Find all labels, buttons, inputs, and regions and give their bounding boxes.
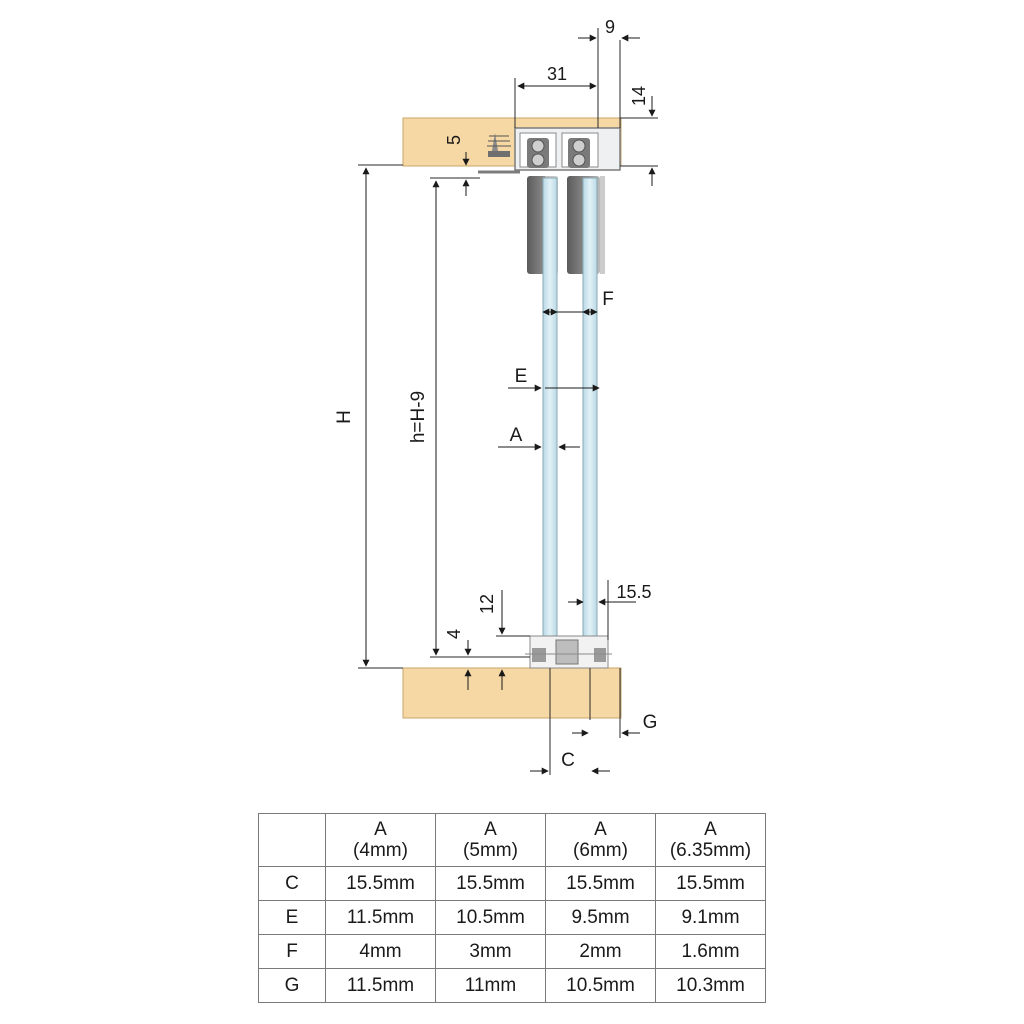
table-cell: 15.5mm bbox=[435, 866, 546, 901]
row-label: E bbox=[258, 900, 326, 935]
label-5: 5 bbox=[444, 135, 464, 145]
spec-table: A (4mm) A (5mm) A (6mm) A (6.35mm) C 15.… bbox=[258, 813, 766, 1003]
label-9: 9 bbox=[605, 17, 615, 37]
column-header-line1: A bbox=[484, 819, 497, 840]
label-H: H bbox=[334, 410, 355, 424]
top-roller-right bbox=[568, 138, 590, 168]
table-cell: 15.5mm bbox=[655, 866, 766, 901]
row-label: G bbox=[258, 968, 326, 1003]
top-roller-left bbox=[527, 138, 549, 168]
label-E: E bbox=[515, 366, 528, 387]
table-cell: 15.5mm bbox=[545, 866, 656, 901]
screw-icon bbox=[487, 133, 511, 157]
column-header-line1: A bbox=[594, 819, 607, 840]
dimension-lines bbox=[362, 34, 656, 775]
column-header-5mm: A (5mm) bbox=[435, 813, 546, 867]
table-row: E 11.5mm 10.5mm 9.5mm 9.1mm bbox=[258, 900, 766, 935]
label-F: F bbox=[602, 289, 614, 310]
table-cell: 15.5mm bbox=[325, 866, 436, 901]
table-cell: 1.6mm bbox=[655, 934, 766, 969]
table-cell: 4mm bbox=[325, 934, 436, 969]
column-header-line2: (4mm) bbox=[353, 840, 408, 861]
table-cell: 11mm bbox=[435, 968, 546, 1003]
label-A: A bbox=[510, 425, 523, 446]
column-header-line2: (6mm) bbox=[573, 840, 628, 861]
glass-panel-right bbox=[582, 177, 598, 665]
column-header-line1: A bbox=[704, 819, 717, 840]
column-header-6mm: A (6mm) bbox=[545, 813, 656, 867]
table-cell: 10.3mm bbox=[655, 968, 766, 1003]
table-corner bbox=[258, 813, 326, 867]
table-cell: 10.5mm bbox=[435, 900, 546, 935]
table-cell: 11.5mm bbox=[325, 968, 436, 1003]
column-header-line2: (5mm) bbox=[463, 840, 518, 861]
column-header-line2: (6.35mm) bbox=[669, 840, 752, 861]
label-G: G bbox=[643, 712, 658, 733]
bottom-wood-panel bbox=[402, 667, 622, 719]
column-header-6-35mm: A (6.35mm) bbox=[655, 813, 766, 867]
table-row: F 4mm 3mm 2mm 1.6mm bbox=[258, 934, 766, 969]
label-12: 12 bbox=[477, 594, 497, 614]
column-header-line1: A bbox=[374, 819, 387, 840]
row-label: F bbox=[258, 934, 326, 969]
table-row: C 15.5mm 15.5mm 15.5mm 15.5mm bbox=[258, 866, 766, 901]
sliding-door-diagram: 9 31 14 5 F E A H h=H-9 15.5 12 4 G C bbox=[334, 17, 658, 775]
column-header-4mm: A (4mm) bbox=[325, 813, 436, 867]
table-header-row: A (4mm) A (5mm) A (6mm) A (6.35mm) bbox=[258, 813, 766, 867]
label-31: 31 bbox=[547, 64, 567, 84]
row-label: C bbox=[258, 866, 326, 901]
table-cell: 9.1mm bbox=[655, 900, 766, 935]
label-h: h=H-9 bbox=[408, 391, 429, 443]
label-4: 4 bbox=[444, 629, 464, 639]
label-C: C bbox=[561, 750, 575, 771]
table-row: G 11.5mm 11mm 10.5mm 10.3mm bbox=[258, 968, 766, 1003]
table-cell: 3mm bbox=[435, 934, 546, 969]
glass-panel-left bbox=[542, 177, 558, 665]
bottom-guide bbox=[525, 635, 612, 669]
reference-lines bbox=[358, 28, 658, 775]
table-cell: 2mm bbox=[545, 934, 656, 969]
table-cell: 10.5mm bbox=[545, 968, 656, 1003]
table-cell: 11.5mm bbox=[325, 900, 436, 935]
label-14: 14 bbox=[629, 86, 649, 106]
label-15-5: 15.5 bbox=[616, 582, 651, 602]
table-cell: 9.5mm bbox=[545, 900, 656, 935]
